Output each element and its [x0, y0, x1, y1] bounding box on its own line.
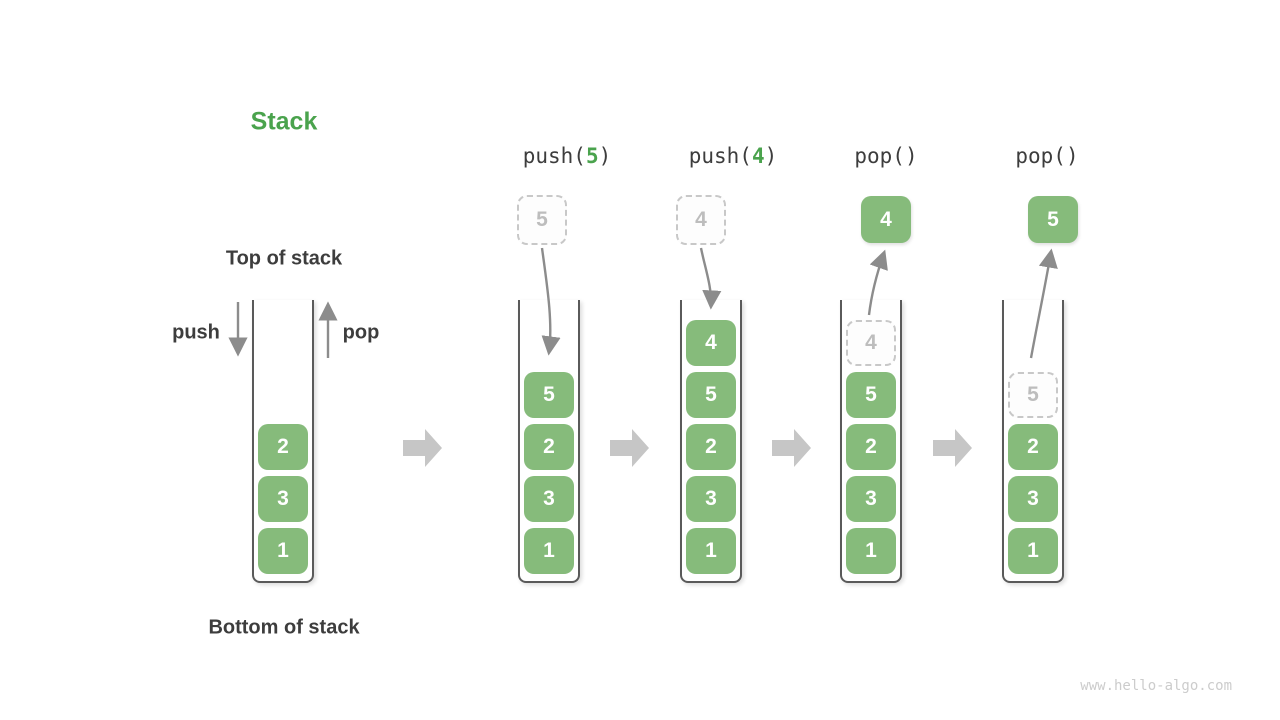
- incoming-element-box: 4: [676, 195, 726, 245]
- push-label: push: [172, 321, 220, 344]
- stack-cell: 1: [686, 528, 736, 574]
- op-label-push-4: push(4): [689, 144, 778, 168]
- stack-container-after-push-4: 4 5 2 3 1: [680, 300, 742, 583]
- op-label-pop-2: pop(): [1015, 144, 1078, 168]
- op-label-pop-1: pop(): [854, 144, 917, 168]
- top-of-stack-label: Top of stack: [225, 247, 343, 270]
- stack-cell-ghost: 5: [1008, 372, 1058, 418]
- op-text: pop(: [1015, 144, 1066, 168]
- stack-container-after-pop-5: 5 2 3 1: [1002, 300, 1064, 583]
- stack-cell: 2: [686, 424, 736, 470]
- watermark: www.hello-algo.com: [1080, 678, 1232, 694]
- stack-cell: 2: [846, 424, 896, 470]
- diagram-title: Stack: [250, 107, 318, 136]
- transition-right-arrow-icon: [772, 429, 811, 467]
- stack-container-initial: 2 3 1: [252, 300, 314, 583]
- op-label-push-5: push(5): [523, 144, 612, 168]
- push-4-curve-arrow-icon: [699, 247, 722, 310]
- stack-cell: 3: [686, 476, 736, 522]
- op-text: pop(: [854, 144, 905, 168]
- transition-right-arrow-icon: [933, 429, 972, 467]
- stack-cell: 1: [258, 528, 308, 574]
- transition-right-arrow-icon: [610, 429, 649, 467]
- stack-container-after-pop-4: 4 5 2 3 1: [840, 300, 902, 583]
- stack-cell: 1: [846, 528, 896, 574]
- op-text: ): [598, 144, 612, 168]
- op-text: ): [904, 144, 918, 168]
- stack-cell: 5: [524, 372, 574, 418]
- op-text: ): [764, 144, 778, 168]
- stack-cell: 2: [1008, 424, 1058, 470]
- stack-cell: 1: [1008, 528, 1058, 574]
- op-arg: 5: [585, 144, 599, 168]
- stack-cell-ghost: 4: [846, 320, 896, 366]
- incoming-element-box: 5: [517, 195, 567, 245]
- stack-cell: 3: [524, 476, 574, 522]
- op-text: push(: [688, 144, 752, 168]
- stack-container-after-push-5: 5 2 3 1: [518, 300, 580, 583]
- bottom-of-stack-label: Bottom of stack: [208, 616, 360, 639]
- stack-cell: 2: [524, 424, 574, 470]
- op-arg: 4: [751, 144, 765, 168]
- stack-cell: 1: [524, 528, 574, 574]
- popped-element-box: 4: [861, 196, 911, 243]
- stack-cell: 3: [1008, 476, 1058, 522]
- stack-cell: 2: [258, 424, 308, 470]
- popped-element-box: 5: [1028, 196, 1078, 243]
- stack-cell: 5: [846, 372, 896, 418]
- stack-cell: 4: [686, 320, 736, 366]
- transition-right-arrow-icon: [403, 429, 442, 467]
- stack-cell: 5: [686, 372, 736, 418]
- stack-cell: 3: [258, 476, 308, 522]
- op-text: ): [1065, 144, 1079, 168]
- op-text: push(: [522, 144, 586, 168]
- stack-cell: 3: [846, 476, 896, 522]
- pop-label: pop: [342, 321, 380, 344]
